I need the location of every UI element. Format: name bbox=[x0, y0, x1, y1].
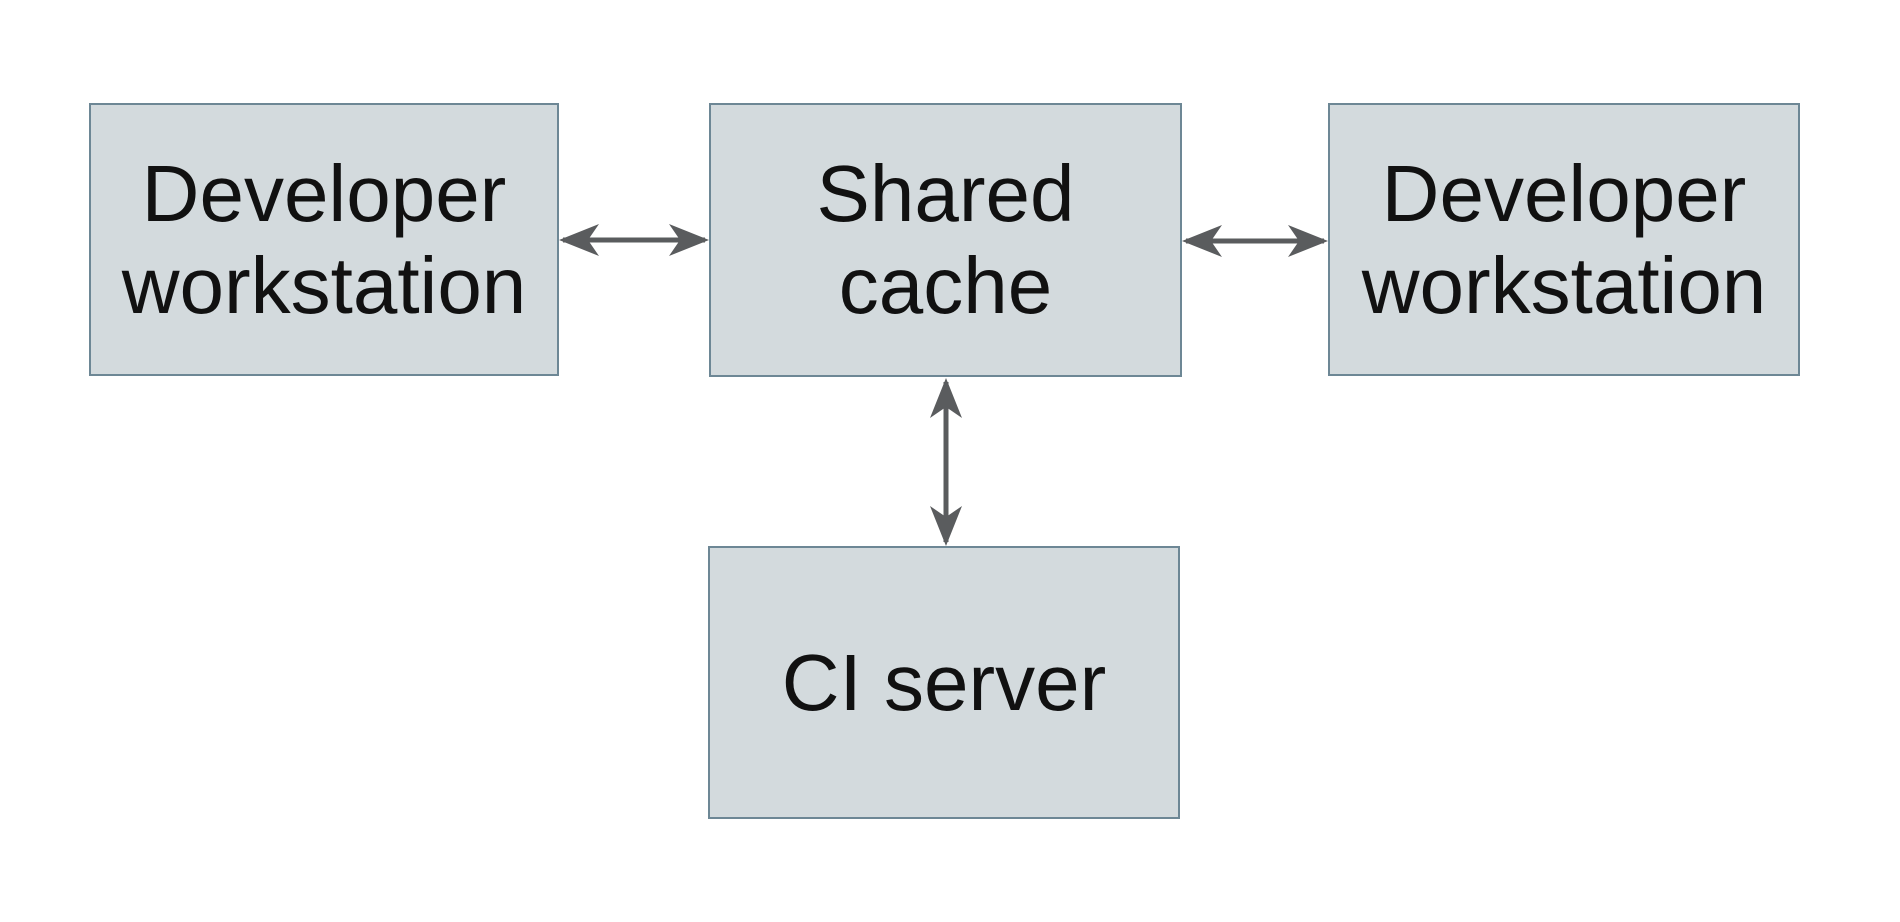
node-label-line: workstation bbox=[121, 240, 527, 330]
node-shared-cache: Shared cache bbox=[709, 103, 1182, 377]
node-ci-server: CI server bbox=[708, 546, 1180, 819]
node-developer-workstation-left: Developer workstation bbox=[89, 103, 559, 376]
node-label-line: Developer bbox=[141, 148, 507, 238]
node-developer-workstation-right: Developer workstation bbox=[1328, 103, 1800, 376]
node-label-line: cache bbox=[838, 241, 1053, 330]
node-label-line: CI server bbox=[781, 637, 1107, 727]
node-label-line: Developer bbox=[1381, 148, 1747, 238]
node-label-line: workstation bbox=[1361, 240, 1767, 330]
node-label-line: Shared bbox=[816, 149, 1075, 238]
